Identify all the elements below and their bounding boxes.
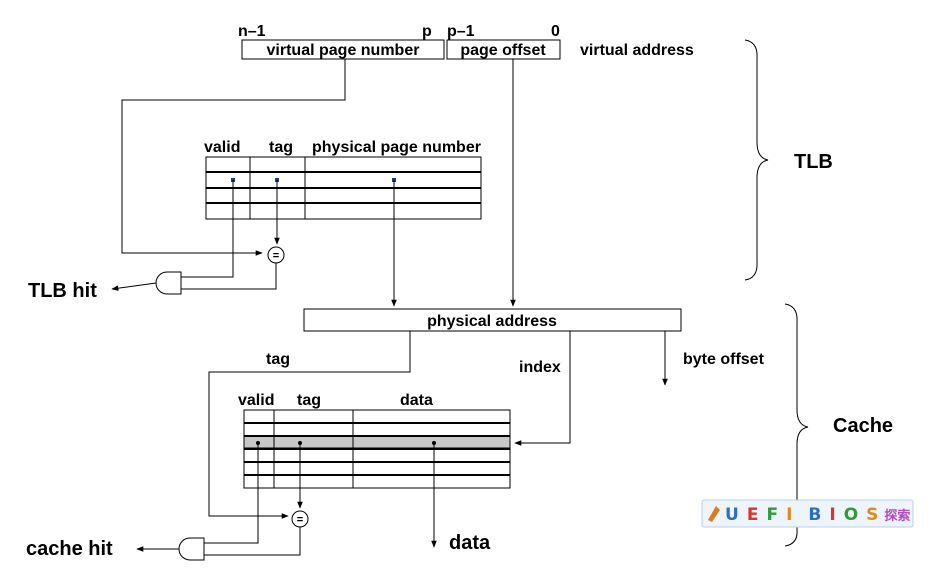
tlb-hit-wire <box>111 282 157 291</box>
tlb-valid-wire <box>181 180 234 278</box>
vpn-to-comparator-wire <box>121 59 346 256</box>
watermark-letter: I <box>829 505 835 525</box>
watermark-letter: E <box>747 505 759 525</box>
virtual-page-number-label: virtual page number <box>267 42 420 59</box>
pa-tag-label: tag <box>266 351 290 368</box>
tlb-comparator-symbol: = <box>273 250 279 262</box>
cache-valid-wire <box>204 443 259 544</box>
cache-brace <box>784 303 809 547</box>
physical-address-field <box>303 308 682 332</box>
pa-byte-offset-label: byte offset <box>683 351 765 368</box>
tlb-compare-out-wire <box>181 263 277 290</box>
cache-hit-label: cache hit <box>26 538 113 560</box>
data-out-label: data <box>449 532 491 554</box>
bit-0-label: 0 <box>551 23 560 40</box>
tlb-col-valid: valid <box>204 139 240 156</box>
cache-table <box>243 409 511 489</box>
bit-p-label: p <box>422 23 432 40</box>
rocket-icon <box>708 506 720 522</box>
physical-address-label: physical address <box>427 313 557 330</box>
tlb-col-ppn: physical page number <box>312 139 481 156</box>
index-wire <box>514 331 571 446</box>
watermark-suffix: 探索 <box>884 508 910 524</box>
cache-and-gate <box>178 537 205 561</box>
virtual-page-number-field <box>241 39 445 60</box>
cache-selected-row <box>243 435 511 449</box>
tlb-table <box>205 156 482 220</box>
watermark-letter: O <box>844 505 858 525</box>
cache-label: Cache <box>833 415 893 437</box>
watermark-letter: S <box>866 505 878 525</box>
tlb-hit-label: TLB hit <box>28 280 97 302</box>
cache-col-data: data <box>400 392 433 409</box>
tlb-and-gate <box>155 271 182 295</box>
pa-tag-wire <box>208 331 411 519</box>
tlb-label: TLB <box>794 151 833 173</box>
page-offset-field <box>446 39 561 60</box>
watermark-letter: I <box>786 505 792 525</box>
watermark-letter: U <box>725 505 739 525</box>
cache-compare-out-wire <box>204 527 301 556</box>
cache-comparator-symbol: = <box>297 514 303 526</box>
watermark-letter: B <box>808 505 821 525</box>
pa-index-label: index <box>519 359 561 376</box>
cache-col-tag: tag <box>297 392 321 409</box>
bit-n-minus-1-label: n–1 <box>238 23 266 40</box>
cache-col-valid: valid <box>238 392 274 409</box>
tlb-brace <box>744 39 769 281</box>
page-offset-label: page offset <box>460 42 546 59</box>
watermark-letter: F <box>766 505 778 525</box>
virtual-address-label: virtual address <box>580 42 694 59</box>
tlb-col-tag: tag <box>269 139 293 156</box>
bit-p-minus-1-label: p–1 <box>447 23 475 40</box>
